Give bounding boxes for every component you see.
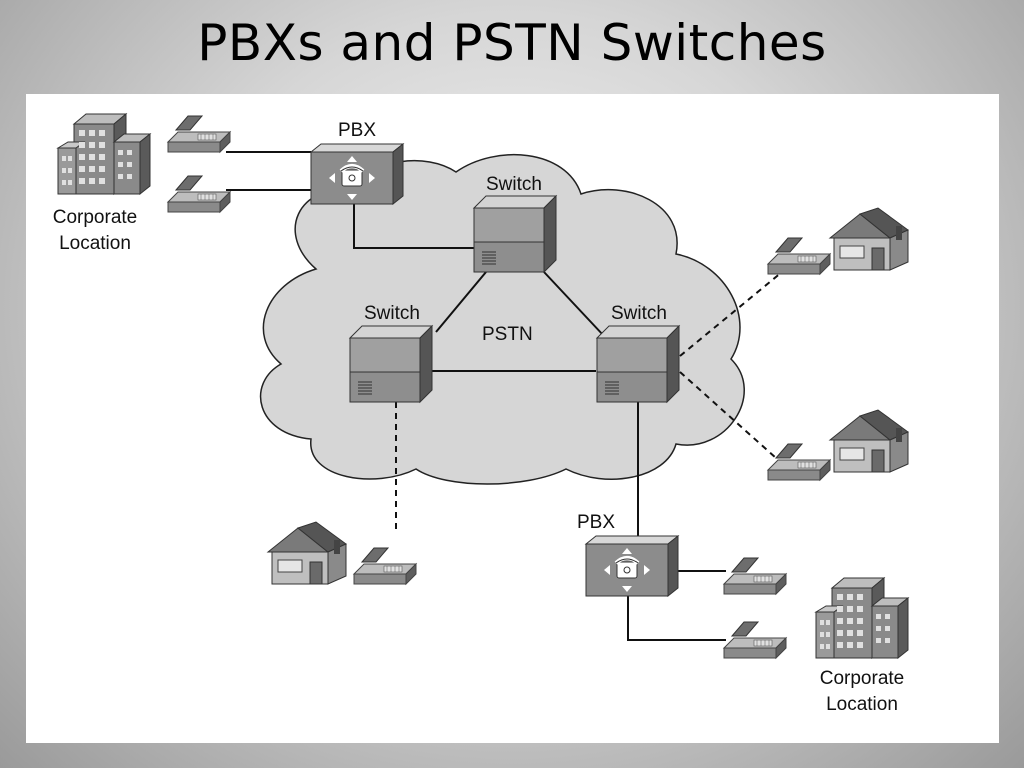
- diagram-panel: Switch Switch Switch PSTN PBX PBX Corpor…: [26, 94, 999, 743]
- network-diagram: Switch Switch Switch PSTN PBX PBX Corpor…: [53, 113, 909, 715]
- corporate-location-bottom-line2: Location: [826, 694, 898, 715]
- house-icon: [267, 521, 347, 585]
- phone-icon: [767, 443, 831, 481]
- corporate-location-bottom-line1: Corporate: [820, 668, 905, 689]
- corporate-location-top-line1: Corporate: [53, 207, 138, 228]
- switch-top: [473, 195, 557, 273]
- link-switch-top-right: [543, 271, 605, 337]
- phone-icon: [723, 557, 787, 595]
- phone-icon: [353, 547, 417, 585]
- dashed-link-house1: [679, 271, 783, 357]
- switch-left: [349, 325, 433, 403]
- switch-right: [596, 325, 680, 403]
- corporate-location-top-line2: Location: [59, 233, 131, 254]
- pbx-top: [309, 142, 405, 206]
- phone-icon: [167, 175, 231, 213]
- pbx-bottom-label: PBX: [577, 512, 615, 533]
- pbx-bottom: [584, 534, 680, 598]
- slide-title: PBXs and PSTN Switches: [197, 14, 827, 72]
- link-pbx1-switch-top: [353, 204, 475, 249]
- link-switch-top-left: [435, 271, 487, 333]
- switch-left-label: Switch: [364, 303, 420, 324]
- switch-right-label: Switch: [611, 303, 667, 324]
- switch-top-label: Switch: [486, 174, 542, 195]
- phone-icon: [167, 115, 231, 153]
- link-pbx2-phone6: [627, 596, 726, 641]
- pstn-label: PSTN: [482, 324, 533, 345]
- pbx-top-label: PBX: [338, 120, 376, 141]
- building-icon: [815, 577, 909, 659]
- phone-icon: [723, 621, 787, 659]
- building-icon: [57, 113, 151, 195]
- house-icon: [829, 409, 909, 473]
- phone-icon: [767, 237, 831, 275]
- house-icon: [829, 207, 909, 271]
